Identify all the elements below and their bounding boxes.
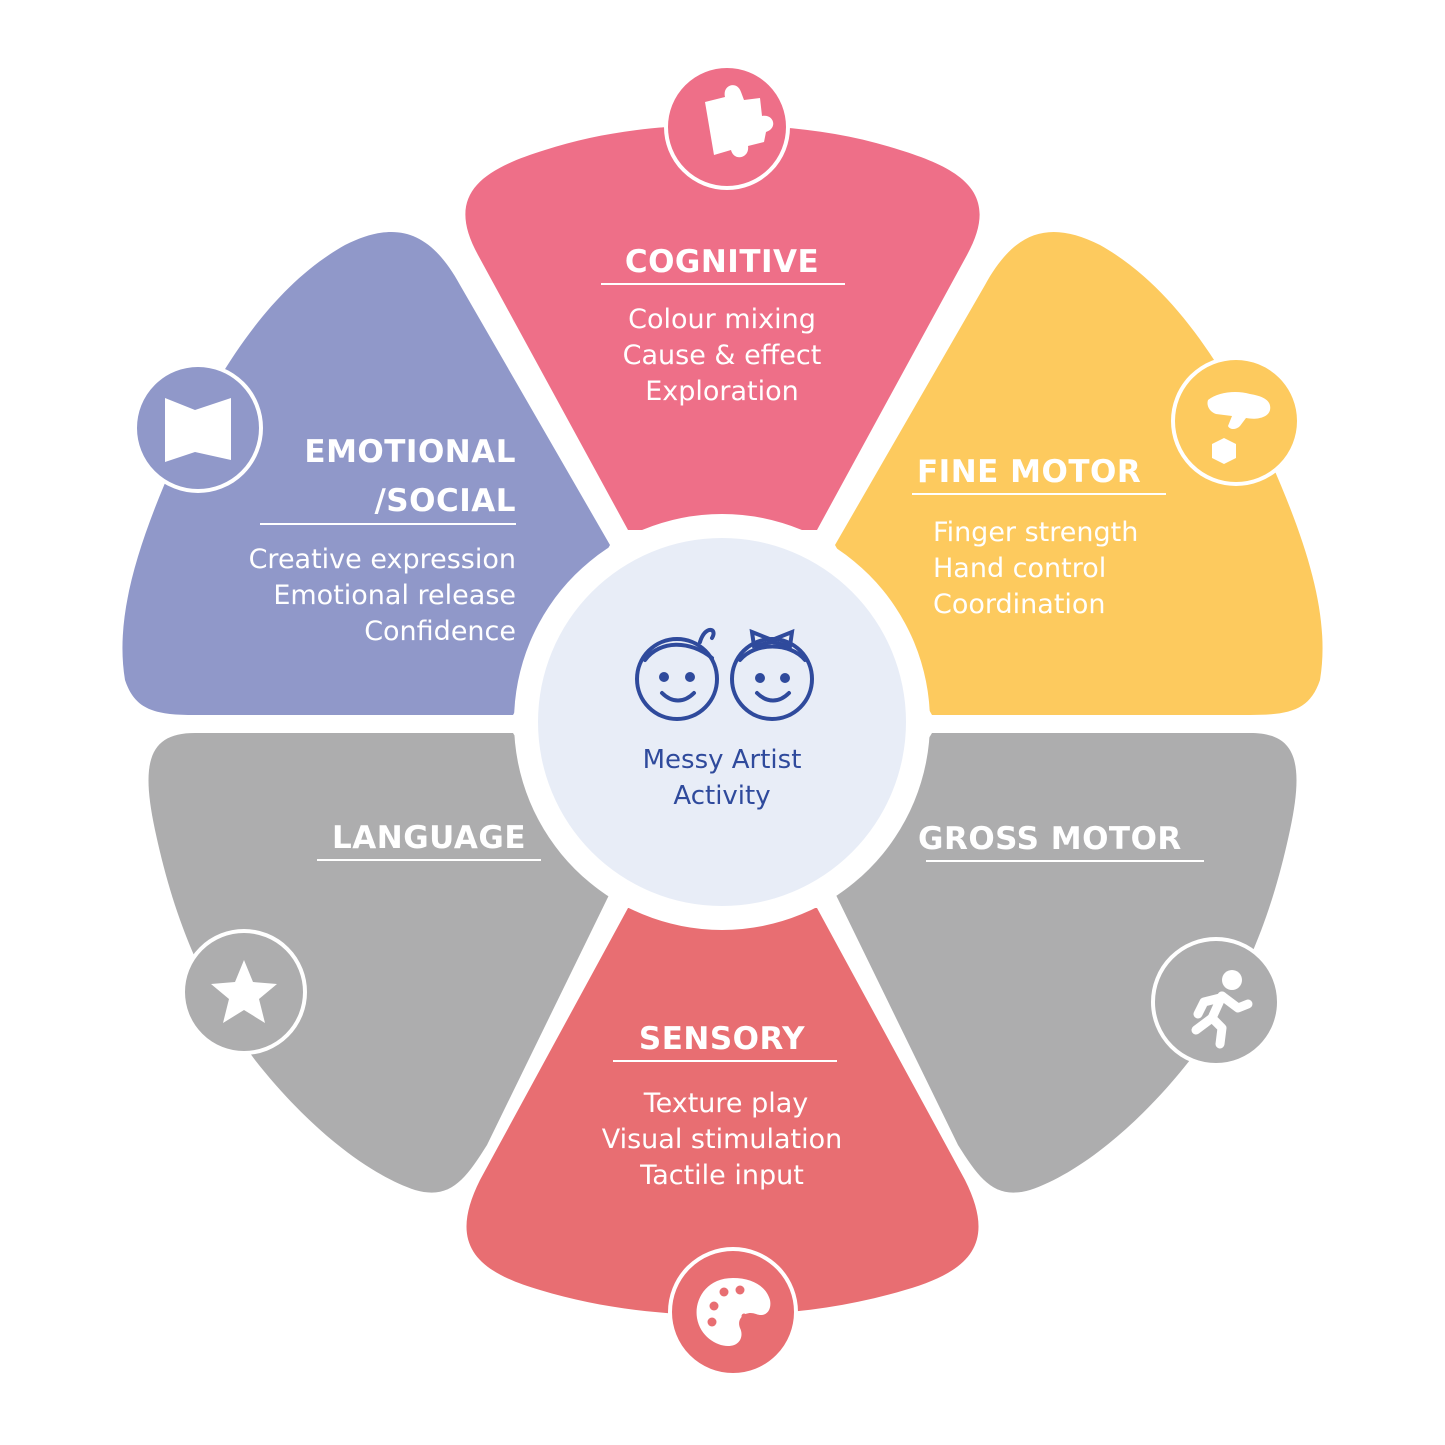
emotional-title-line2: /SOCIAL <box>374 483 516 519</box>
sensory-title: SENSORY <box>639 1021 805 1057</box>
language-badge <box>181 929 307 1055</box>
emotional-social-petal <box>122 232 610 715</box>
sensory-item-1: Texture play <box>643 1088 809 1119</box>
center-title-line1: Messy Artist <box>643 745 802 775</box>
sensory-petal <box>466 908 979 1315</box>
gross-motor-badge <box>1151 937 1281 1067</box>
fine-motor-badge <box>1171 356 1301 486</box>
emotional-item-3: Confidence <box>364 616 516 647</box>
paint-palette-icon <box>696 1278 771 1347</box>
sensory-item-2: Visual stimulation <box>602 1124 843 1155</box>
hand-picking-block-icon <box>1207 392 1271 464</box>
sensory-item-3: Tactile input <box>639 1160 804 1191</box>
fine-motor-title: FINE MOTOR <box>917 454 1141 490</box>
cognitive-title: COGNITIVE <box>625 244 819 280</box>
cognitive-item-2: Cause & effect <box>623 340 822 371</box>
language-title: LANGUAGE <box>332 820 526 856</box>
cognitive-badge <box>664 64 790 190</box>
sensory-badge <box>668 1247 798 1377</box>
center-title-line2: Activity <box>673 781 770 811</box>
puzzle-piece-icon <box>705 85 774 158</box>
language-petal <box>148 733 610 1193</box>
running-person-icon <box>1191 970 1253 1049</box>
gross-motor-petal <box>835 733 1297 1193</box>
cognitive-petal <box>465 125 980 530</box>
fine-motor-item-2: Hand control <box>933 553 1106 584</box>
emotional-item-2: Emotional release <box>273 580 516 611</box>
open-book-icon <box>165 398 231 462</box>
cognitive-item-1: Colour mixing <box>628 304 816 335</box>
two-kids-faces-icon <box>635 627 814 721</box>
cognitive-item-3: Exploration <box>645 376 799 407</box>
fine-motor-item-3: Coordination <box>933 589 1106 620</box>
fine-motor-petal <box>835 232 1323 715</box>
emotional-item-1: Creative expression <box>249 544 516 575</box>
star-icon <box>211 960 277 1023</box>
emotional-social-badge <box>133 363 263 493</box>
emotional-title-line1: EMOTIONAL <box>304 434 516 470</box>
center-hub <box>538 538 906 906</box>
fine-motor-item-1: Finger strength <box>933 517 1138 548</box>
gross-motor-title: GROSS MOTOR <box>918 821 1182 857</box>
